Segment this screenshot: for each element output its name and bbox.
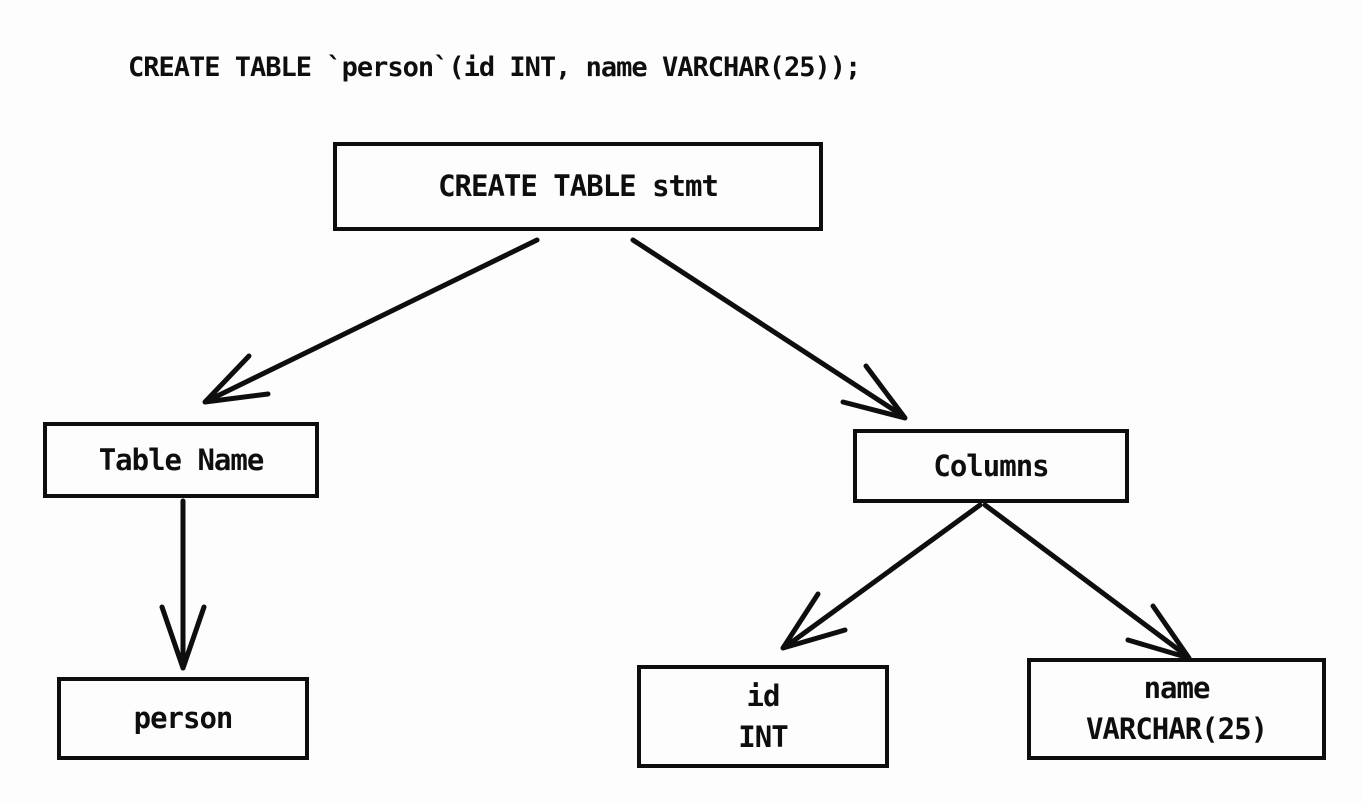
sql-statement-text: CREATE TABLE `person`(id INT, name VARCH… bbox=[128, 52, 861, 83]
node-table-name: Table Name bbox=[43, 422, 319, 498]
node-label-line2: VARCHAR(25) bbox=[1085, 712, 1268, 746]
node-person: person bbox=[57, 677, 309, 760]
node-columns: Columns bbox=[853, 429, 1129, 503]
node-label: person bbox=[133, 701, 234, 736]
node-label-line2: INT bbox=[738, 719, 788, 754]
node-label: Table Name bbox=[98, 442, 265, 477]
node-id-column: id INT bbox=[637, 665, 889, 768]
node-label: CREATE TABLE stmt bbox=[438, 169, 719, 204]
node-name-column: name VARCHAR(25) bbox=[1027, 658, 1326, 760]
arrow-root-to-columns bbox=[630, 237, 908, 421]
arrow-root-to-table-name bbox=[202, 237, 540, 405]
arrow-columns-to-id-col bbox=[780, 502, 983, 651]
node-label-line1: id bbox=[746, 678, 781, 713]
node-create-table-stmt: CREATE TABLE stmt bbox=[333, 142, 823, 231]
arrow-table-name-to-person bbox=[159, 498, 207, 671]
node-label-line1: name bbox=[1143, 671, 1211, 706]
node-label: Columns bbox=[933, 448, 1049, 483]
arrow-columns-to-name-col bbox=[982, 502, 1192, 661]
